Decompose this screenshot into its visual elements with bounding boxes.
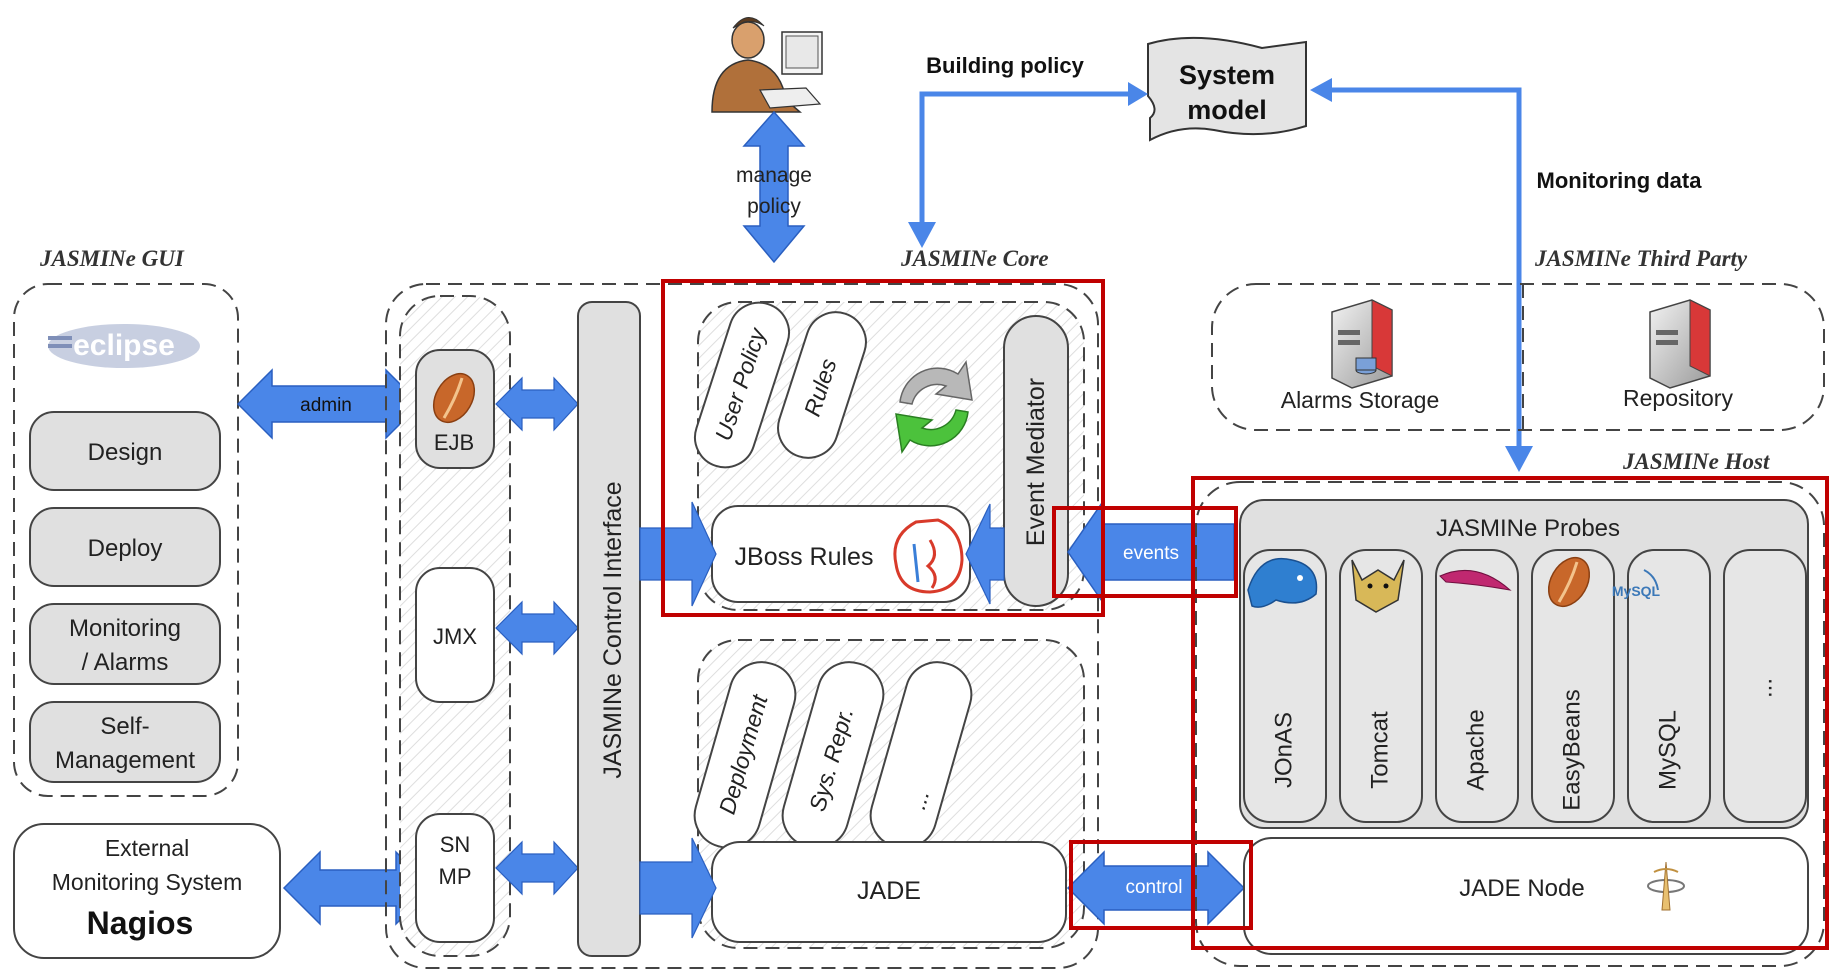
deployment-pill [693, 661, 797, 849]
apache-feather-icon [1439, 569, 1512, 591]
probe-label-3: EasyBeans [1558, 689, 1585, 810]
alarms-storage-label: Alarms Storage [1281, 387, 1440, 413]
probe-card-3 [1531, 549, 1615, 823]
administrator-icon [711, 17, 823, 113]
alarms-storage-server-icon [1331, 299, 1393, 389]
tomcat-logo-icon [1351, 559, 1405, 613]
design-label: Design [88, 439, 163, 466]
jade-node-box [1243, 837, 1809, 955]
jade-node-icon [1647, 861, 1685, 911]
control-interface-bar [577, 301, 641, 957]
manage-label-line1: manage [736, 164, 812, 187]
probe-label-5: ... [1750, 678, 1777, 698]
jade-node-label: JADE Node [1459, 875, 1584, 902]
control-arrow-label: control [1125, 877, 1182, 898]
mysql-logo-icon: MySQL [1612, 569, 1661, 599]
eclipse-logo: eclipse [48, 324, 200, 368]
mysql-logo-text: MySQL [1612, 583, 1661, 599]
coffee-bean-icon [432, 373, 476, 423]
probe-card-4 [1627, 549, 1711, 823]
building-policy-arrow [908, 82, 1148, 248]
refresh-cycle-icon [895, 359, 973, 455]
system-model-document [1147, 36, 1307, 142]
probe-label-4: MySQL [1654, 710, 1681, 790]
probe-label-0: JOnAS [1270, 712, 1297, 788]
section-title-core: JASMINe Core [900, 246, 1049, 271]
self-management-line2: Management [55, 747, 195, 774]
core-container [385, 283, 1099, 969]
mediator-to-rules-arrow [965, 503, 1005, 605]
control-interface-label: JASMINe Control Interface [599, 481, 627, 778]
rules-pill [777, 311, 867, 459]
third-party-container [1211, 283, 1825, 431]
highlight-events-zone [1052, 506, 1238, 598]
highlight-host-zone [1191, 476, 1829, 950]
probe-card-5 [1723, 549, 1807, 823]
external-line2: Monitoring System [52, 869, 242, 895]
interface-to-rules-arrow [639, 501, 717, 607]
external-line1: External [105, 835, 189, 861]
system-model-line1: System [1179, 60, 1275, 90]
jboss-rules-label: JBoss Rules [735, 543, 874, 571]
probes-title: JASMINe Probes [1436, 515, 1620, 542]
ejb-label: EJB [434, 430, 474, 455]
jade-label: JADE [857, 877, 921, 905]
building-policy-label: Building policy [926, 53, 1084, 78]
user-policy-pill [694, 301, 790, 469]
manage-label-line2: policy [747, 195, 801, 218]
probe-card-0 [1243, 549, 1327, 823]
repository-label: Repository [1623, 385, 1733, 411]
section-title-gui: JASMINe GUI [39, 246, 185, 271]
jmx-label: JMX [433, 624, 477, 649]
probe-card-2 [1435, 549, 1519, 823]
design-button[interactable] [29, 411, 221, 491]
highlight-control-zone [1069, 840, 1253, 930]
snmp-adapter [415, 813, 495, 943]
deploy-button[interactable] [29, 507, 221, 587]
event-mediator-label: Event Mediator [1022, 378, 1050, 546]
manage-policy-arrow [742, 110, 806, 264]
events-arrow-label: events [1123, 543, 1179, 564]
repository-server-icon [1649, 299, 1711, 389]
nagios-logo: Nagios [87, 905, 194, 941]
self-management-button[interactable] [29, 701, 221, 783]
snmp-label-line2: MP [439, 864, 472, 889]
jmx-adapter [415, 567, 495, 703]
admin-arrow-label: admin [300, 395, 352, 416]
eclipse-logo-text: eclipse [73, 329, 175, 362]
monitoring-alarms-button[interactable] [29, 603, 221, 685]
gui-container [13, 283, 239, 797]
highlight-decision-zone [661, 279, 1105, 617]
monitoring-label-line1: Monitoring [69, 615, 181, 642]
system-model-line2: model [1187, 95, 1267, 125]
host-container [1195, 481, 1825, 967]
external-monitoring-box [13, 823, 281, 959]
probe-label-2: Apache [1462, 709, 1489, 790]
probes-list: JOnAS Tomcat Apache EasyBeans MySQL... [1243, 549, 1807, 823]
section-title-third-party: JASMINe Third Party [1534, 246, 1748, 271]
easybeans-logo-icon [1547, 557, 1591, 607]
self-management-line1: Self- [100, 713, 149, 740]
snmp-label-line1: SN [440, 832, 471, 857]
monitoring-label-line2: / Alarms [82, 649, 169, 676]
section-title-host: JASMINe Host [1622, 449, 1770, 474]
jboss-rules-logo-icon [893, 518, 964, 594]
deploy-label: Deploy [88, 535, 163, 562]
monitoring-data-arrow [1310, 78, 1533, 472]
monitoring-data-label: Monitoring data [1537, 168, 1703, 193]
probe-label-1: Tomcat [1366, 711, 1393, 789]
probe-card-1 [1339, 549, 1423, 823]
interface-to-jade-arrow [639, 837, 717, 939]
jonas-logo-icon [1247, 557, 1318, 608]
